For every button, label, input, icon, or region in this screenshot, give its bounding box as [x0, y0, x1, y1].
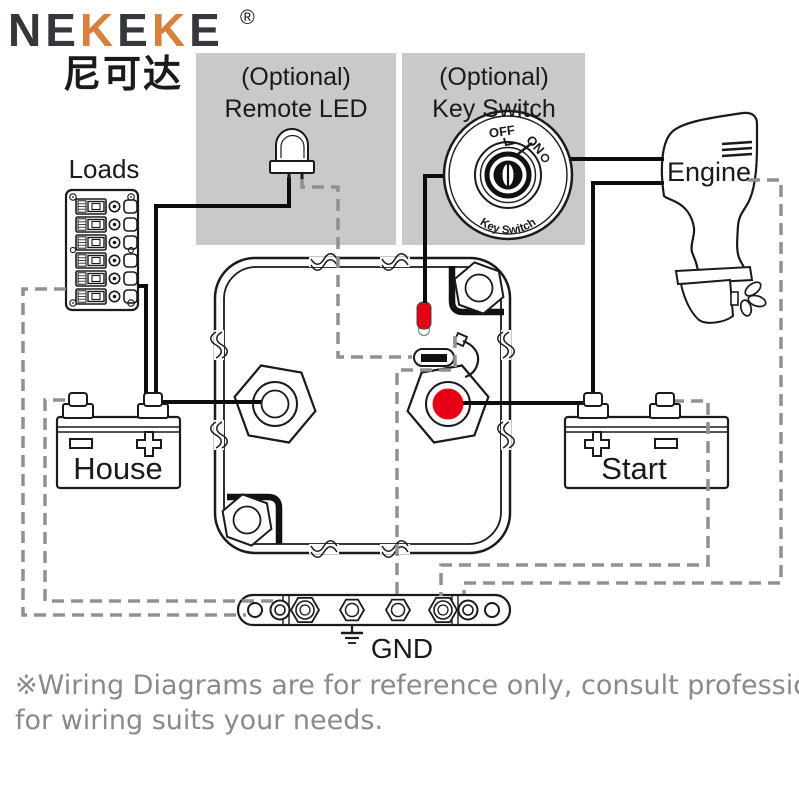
- remote-led-icon: [269, 128, 315, 179]
- battery-isolator-device: [210, 253, 515, 558]
- ground-wire-loads: [21, 287, 246, 617]
- engine-label: Engine: [667, 157, 751, 187]
- bus-bar-terminals: [247, 596, 500, 624]
- status-led: [416, 301, 432, 330]
- propeller-icon: [739, 281, 767, 317]
- hex-bolt-icon: [221, 493, 273, 547]
- wire-remote-led-signal: [300, 178, 412, 359]
- start-battery-posts: [577, 392, 681, 419]
- ground-wire-engine: [462, 178, 783, 594]
- key-switch-engraving: Key Switch: [478, 216, 539, 237]
- rotate-arrow-icon: [462, 339, 480, 379]
- minus-symbol: [69, 438, 93, 449]
- start-battery: [563, 415, 730, 490]
- wire-engine-to-start: [591, 181, 664, 400]
- key-switch-optional-label: (Optional): [439, 63, 549, 91]
- connector-slot-opening: [421, 354, 447, 362]
- key-switch-dial: OFF ON Key Switch: [442, 109, 574, 241]
- engine-vent-lines: [721, 140, 753, 158]
- ground-wire-device: [395, 336, 457, 596]
- brand-chinese: 尼可达: [63, 52, 183, 96]
- wire-led-to-house: [154, 177, 291, 398]
- remote-led-optional-label: (Optional): [241, 63, 351, 91]
- key-switch-label: Key Switch: [432, 95, 556, 123]
- hex-bolt-icon: [453, 261, 505, 315]
- registered-mark: ®: [240, 7, 255, 29]
- ground-wire-start: [439, 399, 710, 596]
- gnd-label: GND: [371, 633, 433, 664]
- house-battery: [55, 415, 182, 490]
- corner-bracket: [448, 266, 504, 316]
- house-battery-label: House: [73, 451, 163, 486]
- propeller-hub: [730, 291, 739, 306]
- footer-note-line1: ※Wiring Diagrams are for reference only,…: [15, 670, 799, 701]
- remote-led-label: Remote LED: [224, 95, 367, 123]
- wire-loads-to-house: [138, 284, 148, 398]
- house-battery-posts: [62, 392, 169, 419]
- loads-label: Loads: [69, 154, 140, 184]
- nekeke-logo: NEKEKE: [8, 4, 224, 56]
- plus-symbol: [584, 431, 610, 457]
- loads-panel: [64, 188, 140, 312]
- footer-note-line2: for wiring suits your needs.: [15, 705, 383, 736]
- corner-bracket: [227, 493, 283, 544]
- wire-keyswitch-to-device: [423, 174, 446, 303]
- right-terminal-red-cap: [432, 388, 464, 420]
- off-label: OFF: [488, 122, 516, 140]
- minus-symbol: [654, 438, 678, 449]
- start-battery-label: Start: [601, 451, 667, 486]
- ground-symbol: [341, 625, 363, 644]
- left-terminal-stud: [260, 389, 290, 419]
- plus-symbol: [136, 431, 162, 457]
- engine-icon: [660, 111, 767, 324]
- ground-wire-house: [43, 398, 274, 603]
